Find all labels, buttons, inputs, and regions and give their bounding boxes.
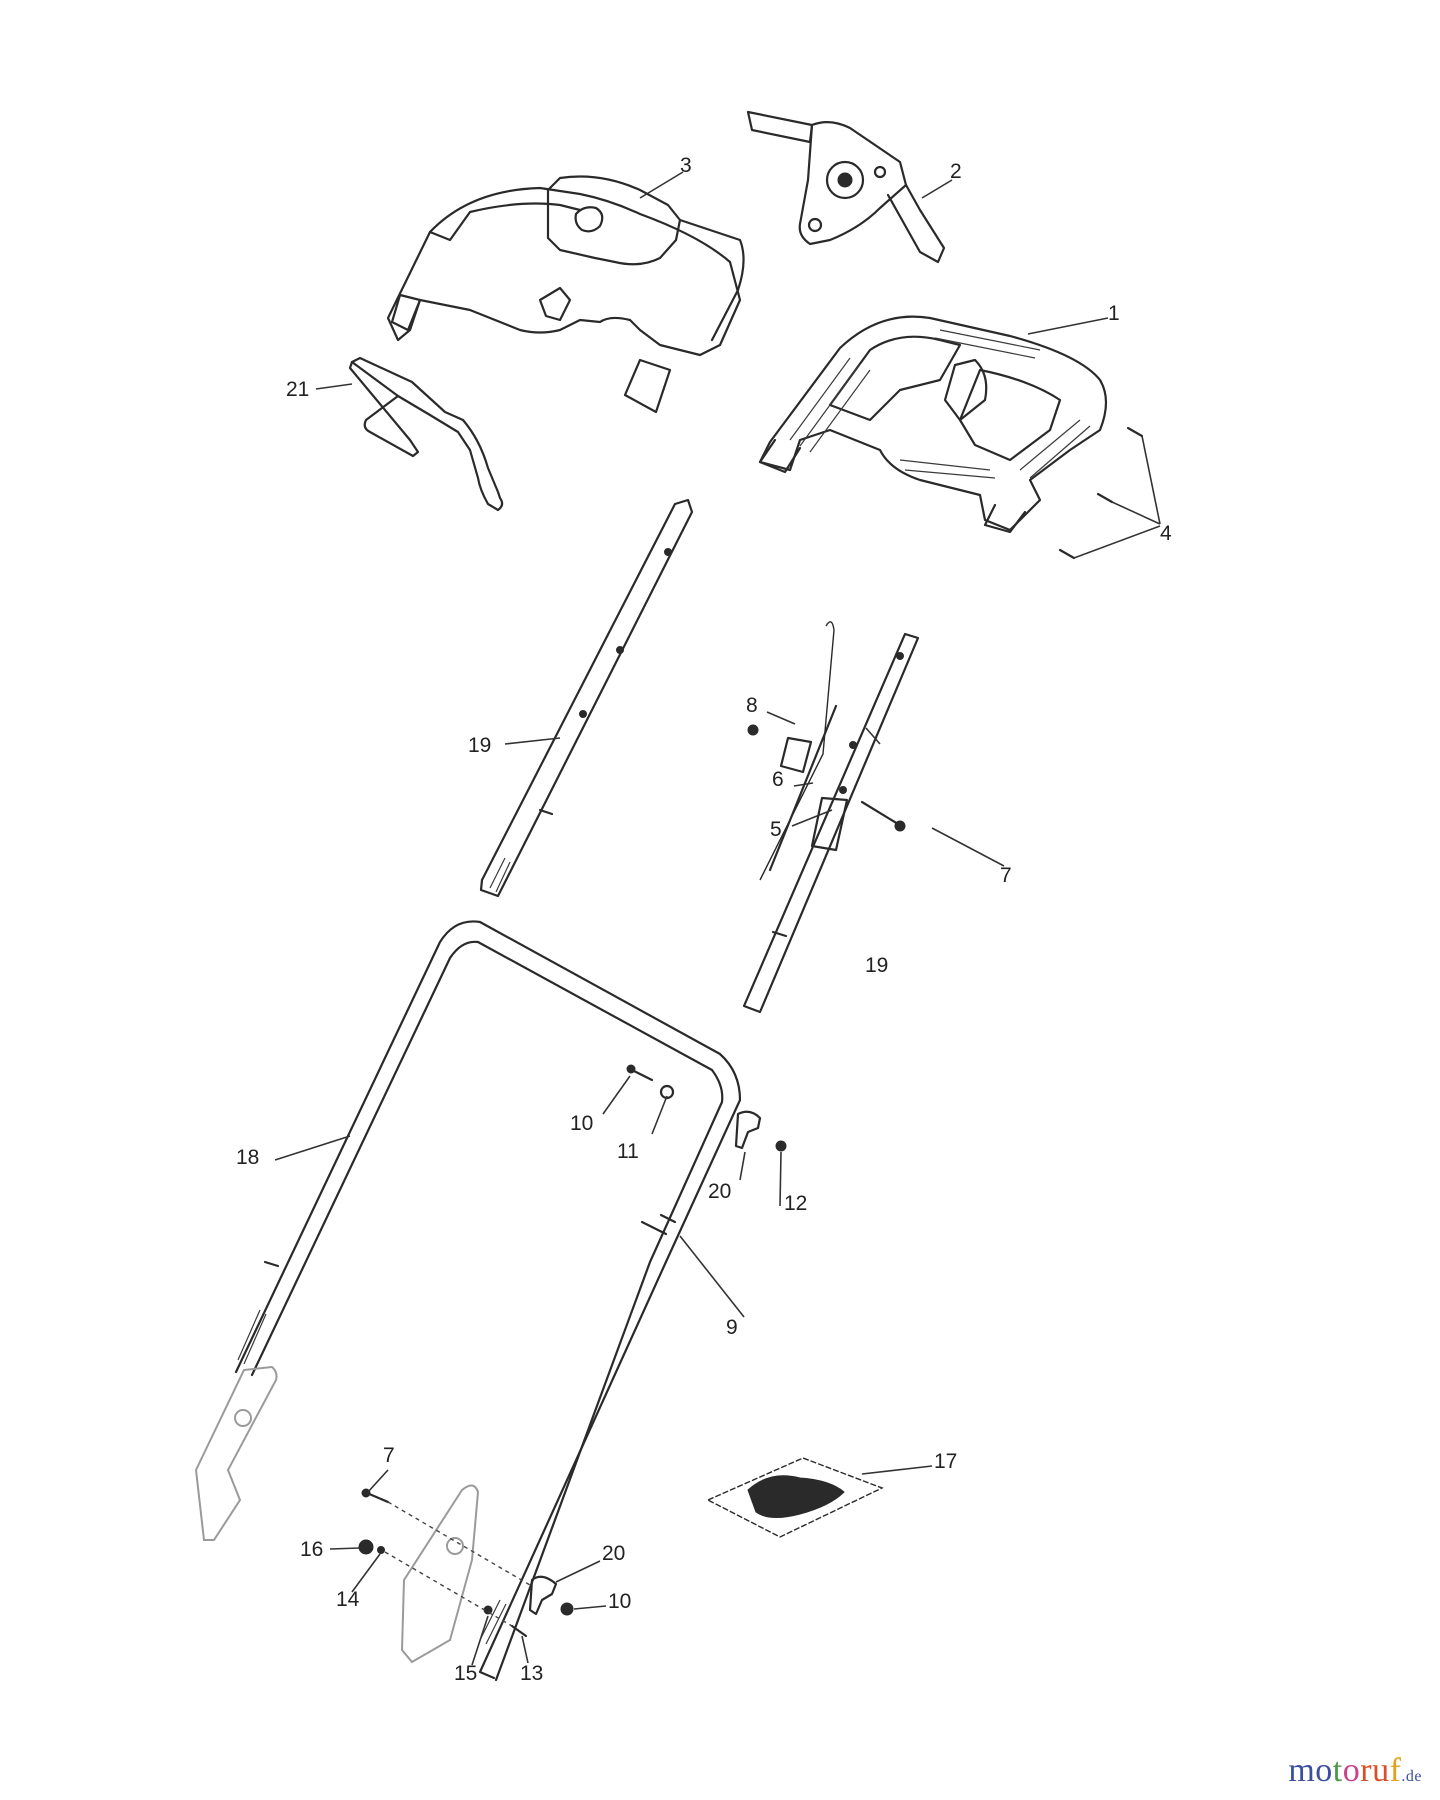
assembly-axis-lower <box>384 1551 513 1627</box>
callout-18: 18 <box>236 1146 259 1169</box>
part-7-bolt-lower[interactable] <box>361 1488 390 1504</box>
callout-7-lower: 7 <box>383 1444 395 1467</box>
part-17-hardware-bag[interactable] <box>706 1457 884 1538</box>
callout-1: 1 <box>1108 302 1120 325</box>
part-14-washer[interactable] <box>377 1546 385 1554</box>
callout-7-upper: 7 <box>1000 864 1012 887</box>
callout-14: 14 <box>336 1588 360 1611</box>
part-7-bolt-upper[interactable] <box>860 800 906 832</box>
callout-12: 12 <box>784 1192 807 1215</box>
watermark-letter: u <box>1372 1752 1390 1789</box>
callout-8: 8 <box>746 694 758 717</box>
part-20-knob-lower[interactable] <box>528 1575 558 1616</box>
callout-10-middle: 10 <box>570 1112 593 1135</box>
callout-9: 9 <box>726 1316 738 1339</box>
part-21-bail-lever[interactable] <box>348 356 504 512</box>
callout-6: 6 <box>772 768 784 791</box>
mount-plate-left <box>194 1365 278 1541</box>
part-8-nut[interactable] <box>747 724 759 736</box>
assembly-axis-upper <box>387 1501 531 1586</box>
callout-leaders <box>274 171 1109 1666</box>
callout-21: 21 <box>286 378 309 401</box>
part-13-screw[interactable] <box>510 1624 528 1638</box>
part-19-upper-tube-left[interactable] <box>479 498 694 898</box>
part-10-bolt-middle[interactable] <box>626 1064 654 1082</box>
callout-19-left: 19 <box>468 734 491 757</box>
callout-5: 5 <box>770 818 782 841</box>
callout-16: 16 <box>300 1538 323 1561</box>
part-3-handle-cover[interactable] <box>386 175 745 414</box>
callout-4: 4 <box>1160 522 1172 545</box>
mount-plate-right <box>400 1484 480 1664</box>
watermark-letter: o <box>1342 1752 1361 1789</box>
watermark-letter: o <box>1315 1752 1333 1789</box>
watermark-logo: motoruf.de <box>1288 1752 1422 1790</box>
callout-17: 17 <box>934 1450 957 1473</box>
callout-19-right: 19 <box>865 954 888 977</box>
callout-3: 3 <box>680 154 692 177</box>
part-4-screws[interactable] <box>1058 426 1161 560</box>
part-6-cable-clip[interactable] <box>779 736 813 774</box>
part-10-nut-lower[interactable] <box>560 1602 574 1616</box>
callout-13: 13 <box>520 1662 543 1685</box>
callout-20-lower: 20 <box>602 1542 625 1565</box>
part-12-nut[interactable] <box>775 1140 787 1152</box>
callout-labels: 1 2 3 4 5 6 7 8 19 19 18 10 11 20 12 9 1… <box>236 154 1172 1685</box>
callout-2: 2 <box>950 160 962 183</box>
part-2-control-switch[interactable] <box>746 110 946 264</box>
part-9-cable-tie[interactable] <box>640 1220 668 1236</box>
part-5-cable[interactable] <box>759 621 849 881</box>
part-1-console-frame[interactable] <box>758 315 1108 534</box>
part-16-nut[interactable] <box>358 1539 374 1555</box>
callout-11: 11 <box>617 1140 639 1163</box>
watermark-suffix: .de <box>1401 1768 1422 1785</box>
part-19-upper-tube-right[interactable] <box>742 632 920 1014</box>
watermark-letter: t <box>1332 1752 1343 1789</box>
part-18-lower-handle[interactable] <box>234 920 742 1682</box>
callout-20-upper: 20 <box>708 1180 731 1203</box>
callout-10-lower: 10 <box>608 1590 631 1613</box>
watermark-letter: m <box>1288 1752 1316 1789</box>
callout-15: 15 <box>454 1662 477 1685</box>
watermark-letter: r <box>1360 1752 1373 1789</box>
part-20-knob-upper[interactable] <box>734 1110 762 1150</box>
watermark-letter: f <box>1389 1752 1402 1789</box>
